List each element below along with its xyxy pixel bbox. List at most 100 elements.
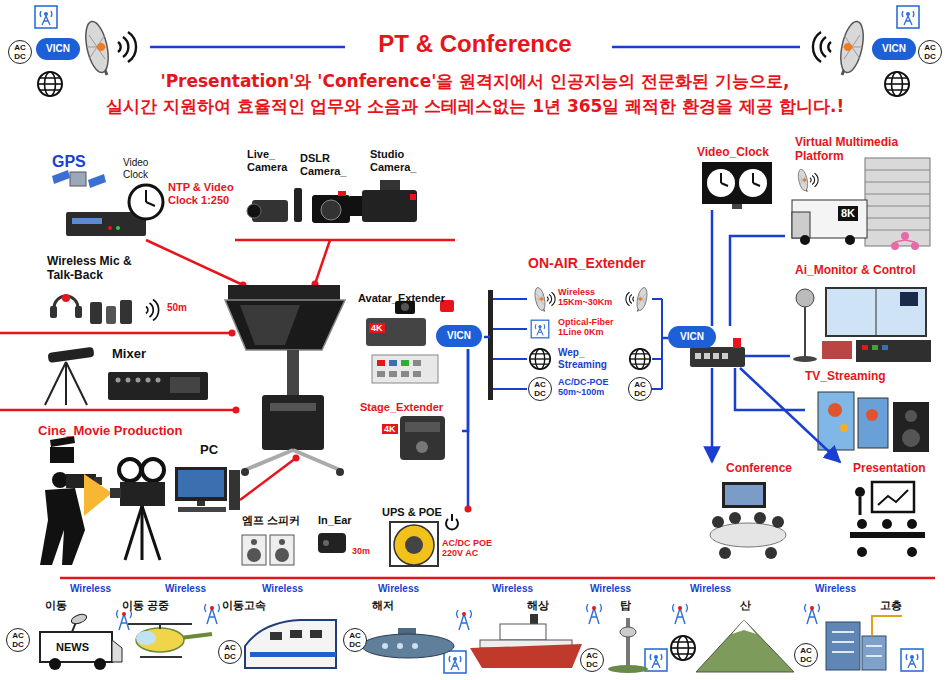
mountain-illustration (696, 620, 794, 672)
avatar-extender-illustration (401, 371, 409, 377)
camera-illustrations (410, 194, 416, 200)
tv-streaming-illustration (858, 398, 888, 448)
top-right-cluster (837, 19, 867, 75)
tv-streaming-illustration (902, 429, 920, 447)
node-label: Wireless 15Km~30Km (558, 287, 620, 308)
onair-bus (652, 298, 662, 300)
node-label: Live_ Camera (247, 148, 299, 173)
text-label: 이동고속 (222, 599, 266, 612)
camera-illustrations (380, 180, 400, 190)
cine-illustration (50, 447, 74, 463)
mic-talkback-illustration (106, 306, 116, 324)
component-box: GPSVideo ClockNTP & Video Clock 1:250 (35, 145, 242, 242)
ai-monitor-illustration (804, 307, 806, 356)
mixer-illustration (136, 378, 141, 383)
stage-extender-illustration (405, 422, 440, 432)
cine-illustration (40, 436, 165, 565)
node-label: Wep_ Streaming (558, 347, 620, 370)
speaker-inear-illustration (318, 533, 346, 553)
speaker-inear-illustration (242, 533, 346, 565)
video-clock-illustration (707, 169, 735, 197)
conference-illustration (765, 547, 777, 559)
camera-illustrations (312, 195, 350, 223)
platform-illustration (895, 240, 915, 242)
component-box: Wireless Mic & Talk-Back50m (45, 255, 195, 330)
helicopter-illustration (180, 634, 212, 638)
speaker-inear-illustration (323, 540, 329, 546)
conference-illustration (725, 485, 763, 505)
submarine-illustration (397, 643, 403, 649)
component-box: Mixer (112, 347, 162, 365)
platform-illustration (865, 170, 930, 230)
node-label: Studio Camera_ (370, 148, 434, 173)
node-label: Presentation (853, 462, 926, 476)
node-label: VICN (668, 326, 716, 348)
bottom-antennas (117, 604, 923, 673)
node-label: GPS (52, 153, 86, 171)
text-label: 8K (838, 206, 858, 221)
conference-illustration (712, 516, 724, 528)
top-left-cluster (118, 32, 136, 62)
top-left-cluster (82, 19, 112, 75)
component-box: Wireless 15Km~30Km (490, 285, 662, 313)
cine-illustration (142, 506, 160, 560)
switch-illustration (690, 347, 745, 367)
presentation-illustration (878, 490, 908, 505)
gps-illustration (70, 172, 86, 186)
bottom-antennas (805, 604, 820, 624)
node-label: Conference (726, 462, 792, 476)
ai-monitor-illustration (900, 292, 918, 306)
ups-illustration (390, 522, 438, 566)
acdc-badge: AC DC (343, 628, 367, 652)
node-label: AC/DC POE 220V AC (442, 538, 498, 559)
tv-streaming-illustration (818, 392, 929, 452)
mixer-illustration (146, 378, 151, 383)
helicopter-illustration (136, 628, 184, 652)
teleprompter (262, 395, 324, 450)
bottom-antennas (205, 604, 220, 624)
vicn-cloud: VICN (872, 38, 916, 60)
train-illustration (245, 620, 336, 668)
node-label: NTP & Video Clock 1:250 (168, 181, 240, 206)
wire-dots (233, 407, 240, 414)
platform-illustration (810, 173, 818, 187)
onair-bus (493, 328, 527, 330)
stage-extender-illustration (416, 441, 428, 453)
mixer-illustration (116, 378, 121, 383)
teleprompter (225, 285, 345, 476)
switch-illustration (695, 353, 701, 359)
node-label: Optical-Fiber 1Line 0Km (558, 317, 620, 338)
node-label: PC (200, 443, 218, 458)
node-label: Cine_Movie Production (38, 424, 182, 439)
presentation-illustration (857, 519, 867, 529)
ups-illustration (394, 525, 434, 565)
train-illustration (290, 630, 302, 638)
red-wires (0, 332, 232, 335)
avatar-extender-illustration (377, 371, 385, 377)
mic-talkback-illustration (90, 302, 102, 324)
camera-illustrations (350, 196, 362, 216)
red-wires (240, 458, 296, 500)
camera-illustrations (338, 191, 346, 196)
text-label: 해상 (527, 599, 549, 612)
mixer-illustration (48, 347, 95, 363)
text-label: 이동 (45, 599, 67, 612)
pc-illustration (175, 467, 240, 512)
component-box: Conference (700, 462, 795, 562)
mixer-illustration (126, 378, 131, 383)
tv-streaming-illustration (818, 392, 854, 450)
avatar-extender-illustration (389, 360, 397, 366)
text-label: 해저 (372, 599, 394, 612)
text-label: 산 (740, 599, 751, 612)
cine-illustration (125, 506, 142, 560)
avatar-extender-illustration (413, 371, 421, 377)
gps-illustration (146, 202, 155, 206)
presentation-illustration (850, 482, 925, 557)
node-label: Stage_Extender (360, 401, 443, 414)
cine-illustration (120, 482, 165, 506)
tower-illustration (626, 618, 630, 668)
text-label: Wireless (815, 583, 856, 595)
switch-illustration (713, 353, 719, 359)
mixer-illustration (66, 362, 87, 405)
text-label: 'Presentation'와 'Conference'을 원격지에서 인공지능… (0, 72, 950, 92)
